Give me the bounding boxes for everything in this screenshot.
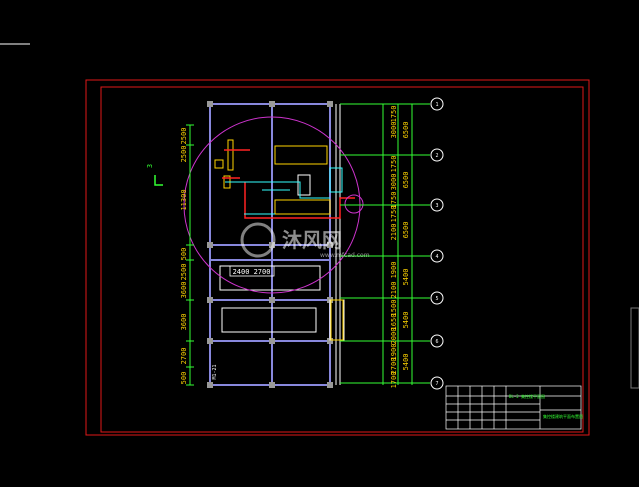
axis-label-6: 6 — [435, 339, 438, 345]
title-block-drawing-no: DL-2 集控楼平面图 — [509, 393, 545, 399]
right-dim-b2: 6500 — [402, 172, 410, 189]
axis-label-4: 4 — [435, 254, 438, 260]
right-dim-b3: 6500 — [402, 222, 410, 239]
axis-label-1: 1 — [435, 102, 438, 108]
equipment-boxes — [214, 139, 344, 341]
watermark: 沐风网 www.mfcad.com — [240, 222, 370, 259]
small-magenta-circle — [344, 194, 364, 214]
left-dim-5: 2500 — [180, 264, 188, 281]
right-dim-b4: 5400 — [402, 269, 410, 286]
viewport-edge-scroll[interactable] — [630, 307, 639, 389]
left-dim-7: 3600 — [180, 314, 188, 331]
left-dim-3: 11300 — [180, 189, 188, 210]
room-dim-1: 2400 — [233, 268, 250, 276]
watermark-text: 沐风网 — [282, 228, 342, 252]
right-dim-a10: 1500 — [390, 300, 398, 317]
right-dim-a1: 1750 — [390, 106, 398, 123]
section-mark-label: 3 — [146, 164, 154, 168]
title-block — [445, 385, 582, 430]
left-dim-8: 2700 — [180, 348, 188, 365]
left-dim-2: 2500 — [180, 146, 188, 163]
right-dim-a12: 2000 — [390, 328, 398, 345]
right-dim-a11: 1650 — [390, 314, 398, 331]
axis-label-7: 7 — [435, 381, 438, 387]
small-door-label: M1-21 — [212, 364, 218, 379]
right-dim-a3: 1750 — [390, 156, 398, 173]
red-piping — [222, 149, 355, 219]
cyan-piping — [225, 167, 343, 215]
right-dim-a4: 3000 — [390, 174, 398, 191]
right-dim-a14: 2700 — [390, 358, 398, 375]
left-dimension-chain — [186, 124, 194, 386]
axis-label-5: 5 — [435, 296, 438, 302]
right-dim-a7: 2100 — [390, 224, 398, 241]
right-dim-b6: 5400 — [402, 354, 410, 371]
right-dim-a8: 1900 — [390, 262, 398, 279]
right-wall — [335, 104, 341, 385]
right-dim-b5: 5400 — [402, 312, 410, 329]
left-dim-6: 3600 — [180, 282, 188, 299]
room-dim-2: 2700 — [254, 268, 271, 276]
right-dim-a9: 2100 — [390, 282, 398, 299]
axis-label-2: 2 — [435, 153, 438, 159]
right-dim-a5: 1750 — [390, 192, 398, 209]
room-dim-box — [229, 265, 275, 277]
right-dim-a6: 1750 — [390, 206, 398, 223]
outer-border-frame — [85, 79, 590, 436]
title-block-drawing-name: 集控楼建筑平面布置图 — [543, 413, 583, 419]
axis-bubbles — [430, 97, 444, 390]
left-dim-9: 500 — [180, 372, 188, 385]
right-dim-a2: 3000 — [390, 122, 398, 139]
section-mark-line — [154, 175, 163, 186]
left-dim-4: 500 — [180, 248, 188, 261]
watermark-url: www.mfcad.com — [320, 252, 370, 259]
axis-label-3: 3 — [435, 203, 438, 209]
right-dim-a13: 1900 — [390, 344, 398, 361]
left-dim-1: 2500 — [180, 128, 188, 145]
right-dim-b1: 6500 — [402, 122, 410, 139]
right-dimension-chains — [382, 104, 413, 385]
grid-extension-lines — [340, 103, 430, 384]
right-dim-a15: 1700 — [390, 372, 398, 389]
inner-border-frame — [100, 86, 584, 433]
